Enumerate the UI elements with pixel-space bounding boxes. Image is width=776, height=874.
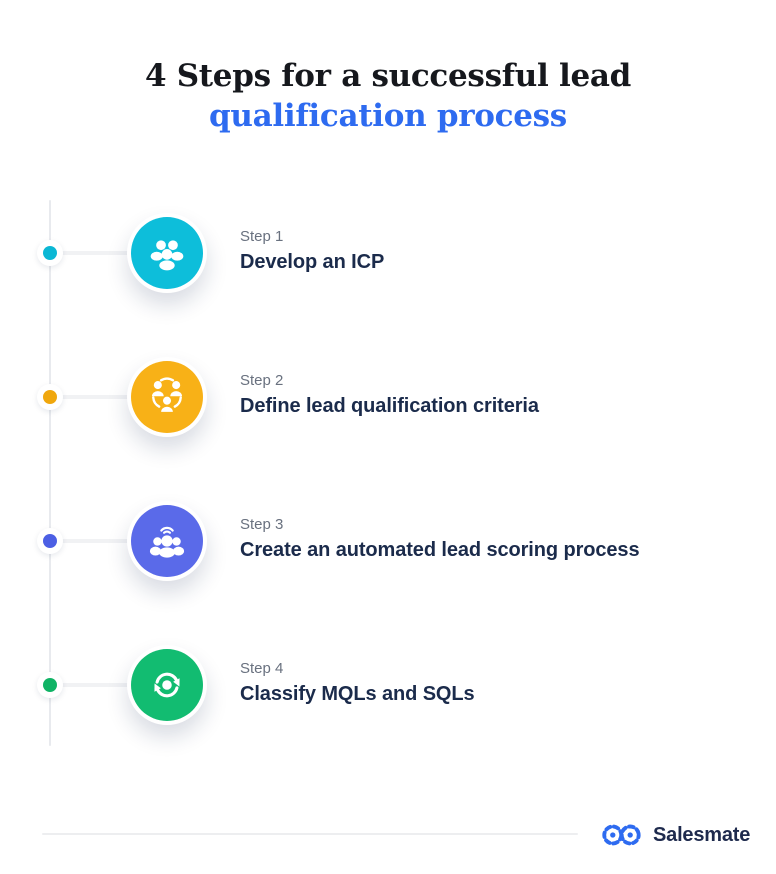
step-title: Develop an ICP xyxy=(240,251,385,273)
brand-logo: Salesmate xyxy=(601,822,750,848)
brand-name: Salesmate xyxy=(653,823,751,846)
step-row-2: Step 2 Define lead qualification criteri… xyxy=(0,357,776,437)
connector-line xyxy=(50,251,167,255)
timeline-dot xyxy=(43,678,57,692)
step-row-4: Step 4 Classify MQLs and SQLs xyxy=(0,645,776,725)
team-network-icon xyxy=(151,377,183,412)
connector-line xyxy=(50,539,167,543)
salesmate-logo-icon xyxy=(602,824,641,846)
audience-broadcast-icon xyxy=(149,526,185,558)
step-icon-badge xyxy=(127,357,207,437)
step-label: Step 1 xyxy=(240,228,284,245)
connector-line xyxy=(50,395,167,399)
step-title: Define lead qualification criteria xyxy=(240,395,539,417)
page-title-line1: 4 Steps for a successful lead xyxy=(144,58,632,94)
connector-line xyxy=(50,683,167,687)
step-label: Step 3 xyxy=(240,516,284,533)
step-row-1: Step 1 Develop an ICP xyxy=(0,213,776,293)
step-label: Step 4 xyxy=(240,660,284,677)
step-title: Create an automated lead scoring process xyxy=(240,539,640,561)
sync-arrows-icon xyxy=(154,672,180,698)
step-icon-badge xyxy=(127,645,207,725)
page-title-line2: qualification process xyxy=(209,98,567,134)
timeline-line xyxy=(49,200,51,746)
timeline-dot xyxy=(43,246,57,260)
step-icon-badge xyxy=(127,213,207,293)
step-row-3: Step 3 Create an automated lead scoring … xyxy=(0,501,776,581)
step-label: Step 2 xyxy=(240,372,284,389)
step-title: Classify MQLs and SQLs xyxy=(240,683,475,705)
step-icon-badge xyxy=(127,501,207,581)
footer-divider xyxy=(42,833,578,835)
timeline-dot xyxy=(43,390,57,404)
timeline-dot xyxy=(43,534,57,548)
people-group-icon xyxy=(150,240,184,271)
page-title: 4 Steps for a successful lead qualificat… xyxy=(0,56,776,136)
